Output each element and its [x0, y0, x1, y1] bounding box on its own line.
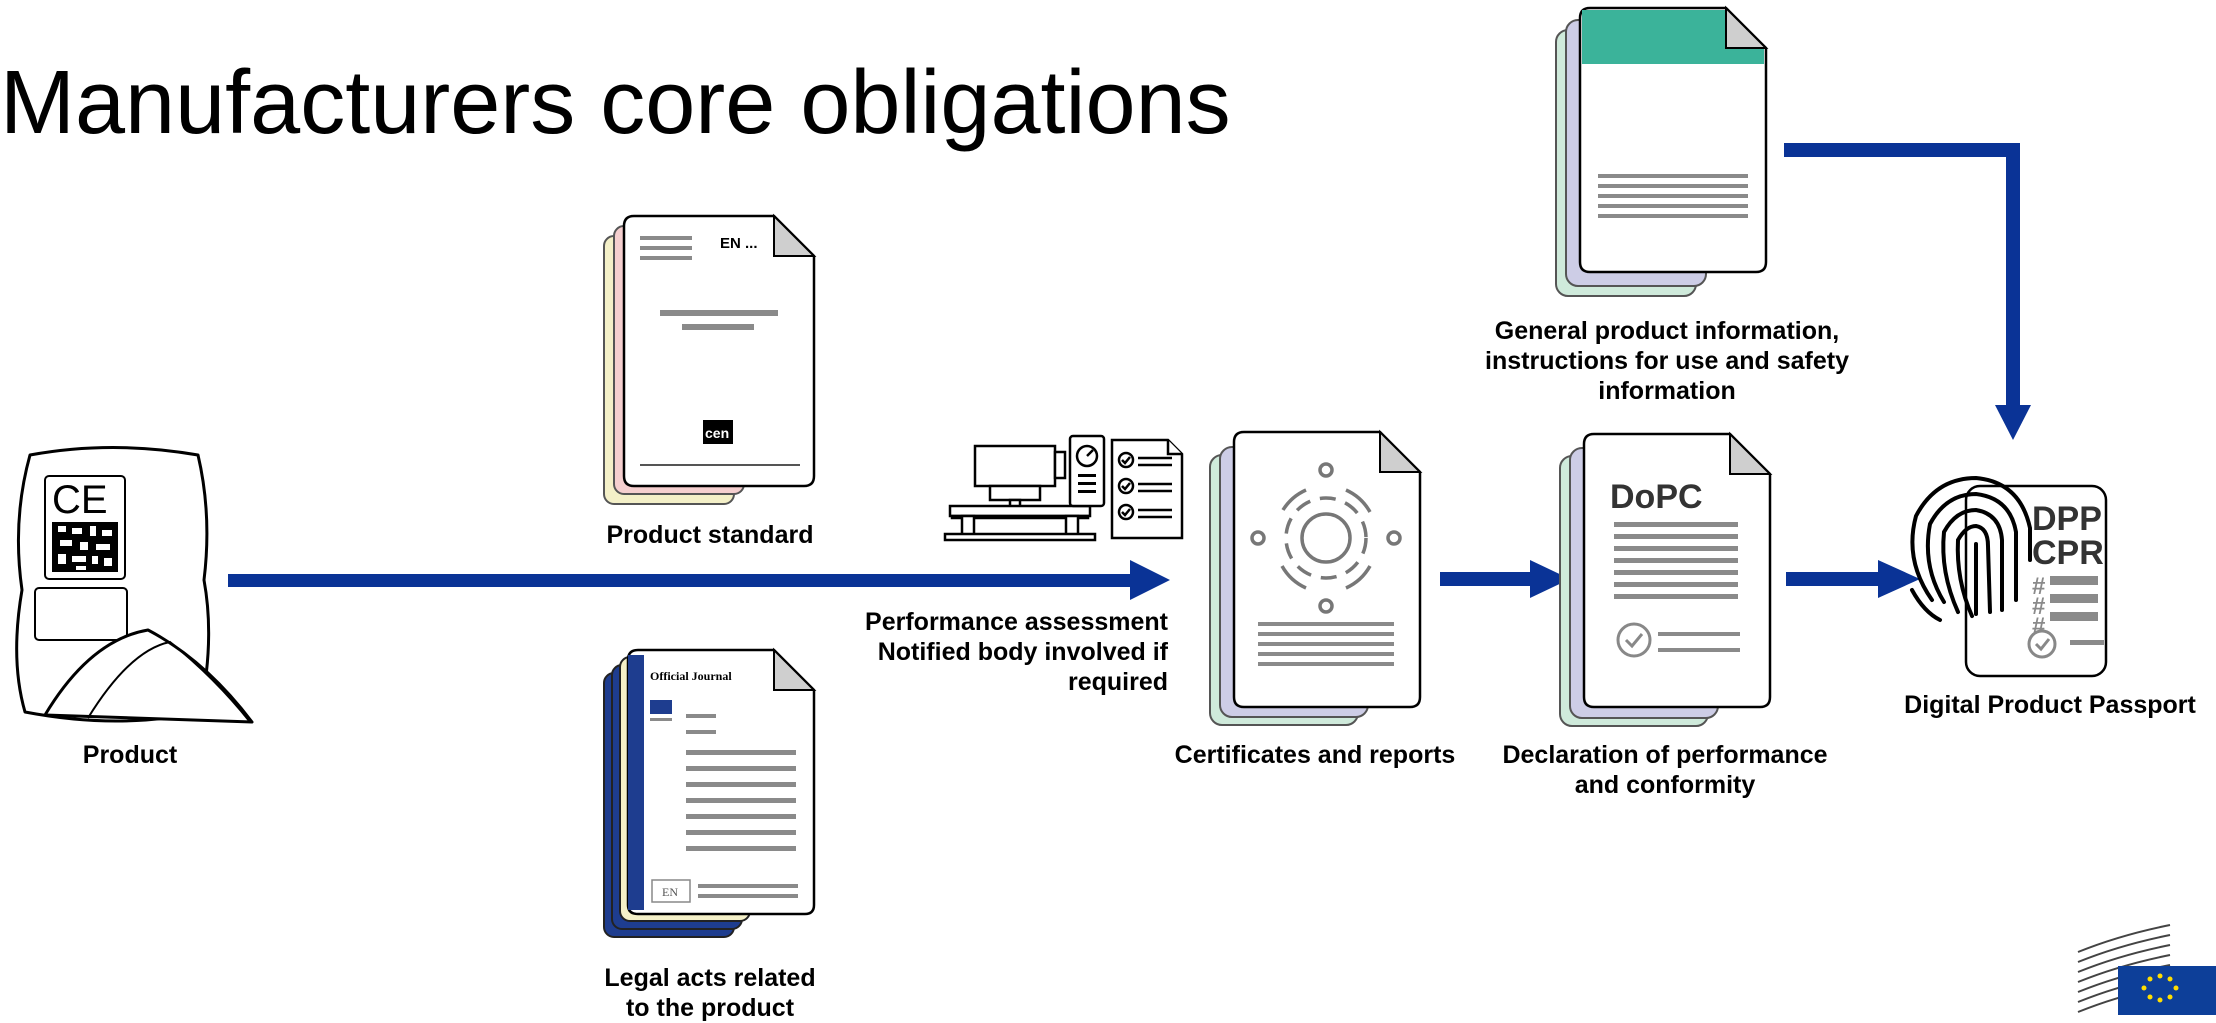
checklist-icon [1110, 438, 1184, 540]
testing-machine-icon [943, 434, 1106, 542]
svg-text:cen: cen [705, 425, 729, 441]
svg-text:#: # [2032, 593, 2045, 620]
standard-document-icon: EN ... cen [603, 213, 817, 505]
ce-mark: CE [52, 478, 108, 522]
product-label: Product [82, 741, 178, 769]
flow-arrow-to-dpp [1786, 560, 1920, 598]
general-info-label: General product information, instruction… [1485, 317, 1849, 405]
declaration-label: Declaration of performance and conformit… [1502, 741, 1828, 799]
main-flow-arrow [228, 560, 1170, 600]
legal-document-icon: Official Journal EN [603, 647, 817, 938]
european-commission-logo [2077, 924, 2216, 1015]
cpr-text: CPR [2032, 534, 2104, 572]
flow-arrow-to-declaration [1440, 560, 1570, 598]
product-bag-icon: CE [15, 446, 254, 724]
legal-acts-label: Legal acts related to the product [604, 964, 816, 1022]
performance-assessment-label: Performance assessment Notified body inv… [865, 608, 1168, 696]
svg-text:#: # [2032, 573, 2045, 600]
gear-document-icon [1209, 429, 1423, 726]
product-standard-label: Product standard [606, 521, 814, 549]
cen-logo: cen [703, 420, 733, 444]
data-matrix-icon [52, 522, 118, 572]
fingerprint-icon: DPP CPR # # # [1910, 475, 2108, 678]
dpp-label: Digital Product Passport [1904, 691, 2196, 719]
standard-code: EN ... [720, 235, 758, 252]
flow-arrow-info-to-dpp [1784, 143, 2031, 440]
info-document-icon [1555, 5, 1769, 297]
language-code: EN [662, 885, 678, 899]
journal-header: Official Journal [650, 669, 732, 683]
dopc-document-icon: DoPC [1559, 431, 1773, 727]
page-title: Manufacturers core obligations [0, 53, 1231, 153]
dopc-title: DoPC [1610, 478, 1703, 516]
dpp-text: DPP [2032, 500, 2102, 538]
certificates-label: Certificates and reports [1174, 741, 1456, 769]
